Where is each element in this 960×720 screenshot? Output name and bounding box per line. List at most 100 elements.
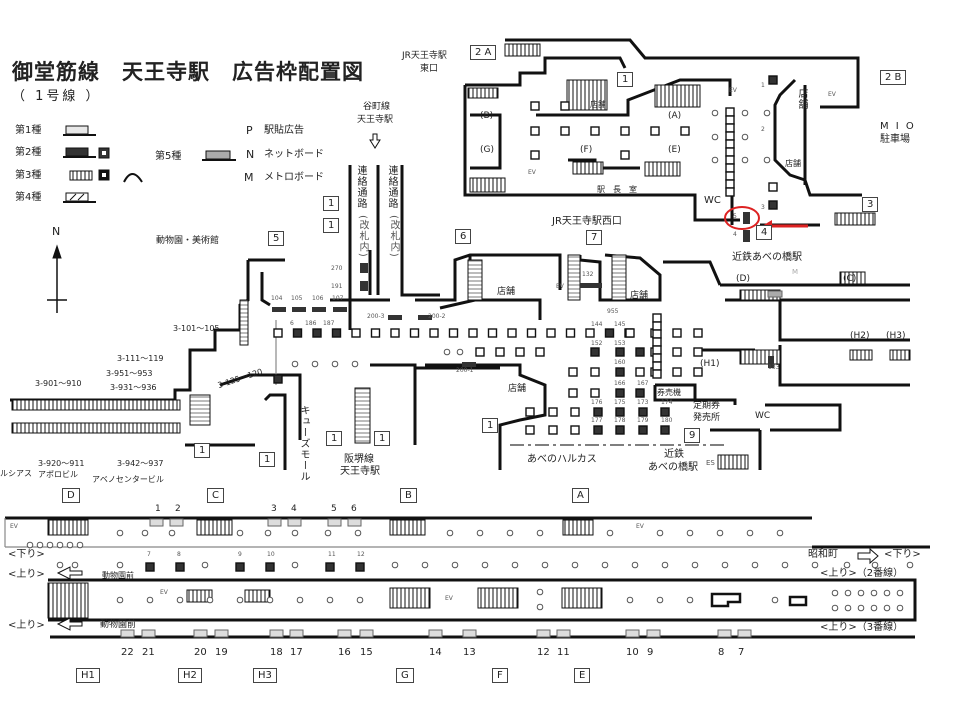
shop-label: 店舗 <box>590 100 606 109</box>
ad-number: 7 <box>738 647 745 658</box>
zoo-front-label-2: 動物園前 <box>100 620 137 630</box>
tanimachi-label: 谷町線 <box>363 102 391 112</box>
zoo-museum-label: 動物園・美術館 <box>156 236 220 246</box>
ad-board-type1 <box>289 629 304 638</box>
pillar <box>615 407 625 417</box>
exit-1: 1 <box>617 72 634 87</box>
mio-label: M I O <box>880 121 916 132</box>
ad-board-type1 <box>536 629 551 638</box>
pillar <box>711 109 719 117</box>
area-h1: (H1) <box>700 359 720 369</box>
pillar <box>626 596 634 604</box>
pillar <box>725 147 735 157</box>
ad-board-type2 <box>743 230 750 242</box>
pillar <box>541 561 549 569</box>
lucias-label: ルシアス <box>0 469 32 478</box>
ad-number: 955 <box>607 308 619 315</box>
pillar <box>264 529 272 537</box>
ev-label: EV <box>636 523 644 530</box>
pillar <box>525 425 535 435</box>
pillar <box>672 347 682 357</box>
pillar <box>883 604 891 612</box>
pillar <box>811 561 819 569</box>
legend-p: P <box>246 124 253 137</box>
exit-1: 1 <box>259 452 276 467</box>
pillar <box>652 313 662 323</box>
pillar <box>906 561 914 569</box>
pillar <box>56 541 64 549</box>
ad-board-type2 <box>388 315 402 320</box>
pillars <box>26 75 914 612</box>
pillar <box>331 360 339 368</box>
passage-label-1: 連絡通路 <box>355 165 366 209</box>
area-letter-box: H1 <box>76 668 100 683</box>
range-label: 3-951～953 <box>106 369 153 378</box>
pillar <box>292 328 303 338</box>
ad-number: 270 <box>331 265 343 272</box>
pillar <box>175 562 185 572</box>
direction-down: <下り> <box>8 549 45 560</box>
ad-number: 187 <box>323 320 335 327</box>
ad-board-type2 <box>292 307 306 312</box>
exit-1: 1 <box>374 431 391 446</box>
thin-lines <box>4 320 812 548</box>
pillar <box>652 329 662 339</box>
ad-number: 14 <box>429 647 442 658</box>
page-title: 御堂筋線 天王寺駅 広告枠配置図 <box>12 60 364 84</box>
area-f: (F) <box>580 145 593 155</box>
area-letter-box: B <box>400 488 417 503</box>
pillar <box>511 561 519 569</box>
exit-2b: 2 B <box>880 70 907 85</box>
legend-m-label: メトロボード <box>264 172 324 183</box>
ad-board-type1 <box>625 629 640 638</box>
ad-number: 11 <box>557 647 570 658</box>
pillar <box>741 133 749 141</box>
pillar <box>652 345 662 355</box>
ad-number: 10 <box>267 551 275 558</box>
ad-board-type2 <box>580 283 602 288</box>
ad-number: 4 <box>733 231 737 238</box>
ad-number: 9 <box>647 647 654 658</box>
pillar <box>36 541 44 549</box>
pillar <box>26 541 34 549</box>
pillar <box>725 115 735 125</box>
area-g: (G) <box>480 145 494 155</box>
ad-board-type2 <box>272 307 286 312</box>
pillar <box>652 337 662 347</box>
ad-number: 1 <box>155 504 161 514</box>
pillar <box>560 101 570 111</box>
range-label: 3-901～910 <box>35 379 82 388</box>
jr-west-label: JR天王寺駅西口 <box>552 216 622 227</box>
ticket-gate-icon <box>788 595 808 607</box>
ticket-machine-label: 券売機 <box>657 388 681 397</box>
exit-1: 1 <box>326 431 343 446</box>
ev-label: EV <box>729 87 737 94</box>
pillar <box>615 425 625 435</box>
pillar <box>635 367 645 377</box>
pillar <box>590 347 600 357</box>
ad-number: 10 <box>626 647 639 658</box>
legend-n-label: ネットボード <box>264 149 324 160</box>
ad-board-type1 <box>337 629 352 638</box>
kintetsu-label: 近鉄あべの橋駅 <box>732 252 802 263</box>
abeno-center-label: アベノセンタービル <box>92 475 164 484</box>
metro-board-mark: M <box>792 268 799 276</box>
ad-board-type1 <box>120 629 135 638</box>
pillar <box>71 561 79 569</box>
pillar <box>593 407 603 417</box>
wc-label: WC <box>755 411 771 421</box>
pillar <box>631 561 639 569</box>
ad-number: 178 <box>614 417 626 424</box>
pillar <box>536 588 544 596</box>
ad-board-type1 <box>214 629 229 638</box>
area-letter-box: H2 <box>178 668 202 683</box>
pillar <box>771 596 779 604</box>
pillar <box>446 529 454 537</box>
pillar <box>606 529 614 537</box>
pillar <box>638 425 648 435</box>
ad-number: 3 <box>271 504 277 514</box>
range-label: 3-101～105 <box>173 324 220 333</box>
exit-7: 7 <box>586 230 603 245</box>
pillar <box>693 328 703 338</box>
page-subtitle: （ 1号線 ） <box>12 89 102 104</box>
